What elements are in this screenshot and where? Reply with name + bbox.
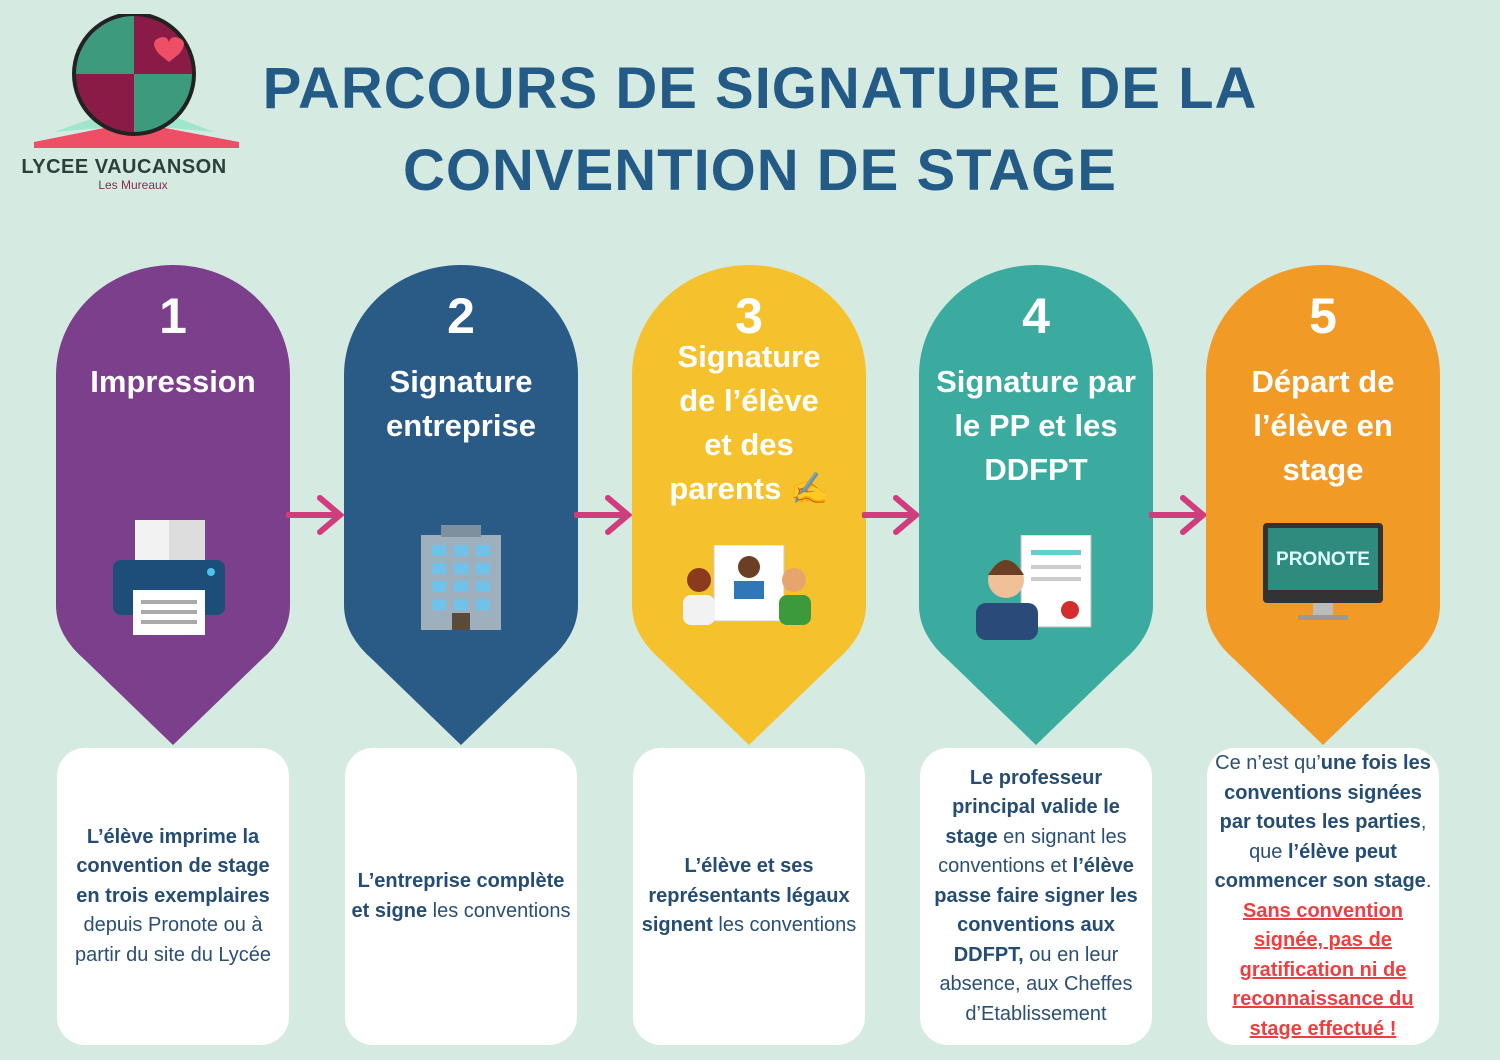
step-drop-shape (344, 265, 578, 745)
description-segment: en signant les conventions et (938, 825, 1127, 878)
step-title: Signature de l’élève et des parents ✍ (632, 335, 866, 511)
description-text: L’entreprise complète et signe les conve… (351, 867, 571, 926)
title-line-2: CONVENTION DE STAGE (403, 138, 1117, 203)
page-title: PARCOURS DE SIGNATURE DE LA CONVENTION D… (240, 48, 1280, 212)
step-title-line: Signature (389, 364, 533, 399)
step-number: 3 (735, 288, 763, 344)
school-logo (14, 12, 254, 194)
description-segment: les conventions (427, 899, 571, 922)
step-5-description: Ce n’est qu’une fois les conventions sig… (1207, 748, 1439, 1045)
step-2-description: L’entreprise complète et signe les conve… (345, 748, 577, 1045)
description-segment: les conventions (712, 914, 857, 937)
description-segment: une fois les conventions signées par tou… (1219, 752, 1431, 833)
step-title-line: Départ de (1251, 364, 1395, 399)
description-text: Le professeur principal valide le stage … (926, 764, 1146, 1030)
pronote-screen-text: PRONOTE (1276, 549, 1370, 570)
description-segment: L’entreprise complète et signe (351, 870, 565, 922)
step-title-line: stage (1282, 452, 1364, 487)
description-text: L’élève et ses représentants légaux sign… (639, 852, 859, 941)
description-segment: , que (1249, 811, 1427, 863)
description-segment: l’élève peut commencer son stage (1214, 840, 1426, 893)
step-title-line: l’élève en (1253, 408, 1393, 443)
school-city: Les Mureaux (98, 178, 168, 192)
description-segment: ou en leur absence, aux Cheffes d’Etabli… (939, 943, 1133, 1025)
arrow-right-icon (861, 490, 922, 540)
warning-text: Sans convention signée, pas de gratifica… (1232, 899, 1414, 1040)
description-segment: Le professeur principal valide le stage (945, 766, 1120, 848)
step-3-description: L’élève et ses représentants légaux sign… (633, 748, 865, 1045)
step-title-line: Impression (90, 364, 256, 399)
arrow-right-icon (285, 490, 346, 540)
description-segment: Ce n’est qu’ (1215, 752, 1321, 774)
step-drop-shape (632, 265, 866, 745)
step-drop-shape (1206, 265, 1440, 745)
description-text: L’élève imprime la convention de stage e… (63, 823, 283, 971)
title-line-1: PARCOURS DE SIGNATURE DE LA (262, 56, 1258, 121)
family-icon (679, 544, 819, 630)
printer-icon (113, 520, 233, 640)
step-number: 5 (1309, 288, 1337, 344)
step-1-description: L’élève imprime la convention de stage e… (57, 748, 289, 1045)
step-title: Signature entreprise (344, 360, 578, 448)
step-title-line: DDFPT (984, 452, 1088, 487)
description-segment: L’élève imprime la convention de stage e… (76, 825, 270, 907)
description-segment: l’élève passe faire signer les conventio… (934, 855, 1138, 966)
description-segment: depuis Pronote ou à partir du site du Ly… (74, 914, 272, 966)
step-title-line: entreprise (386, 408, 536, 443)
school-name: LYCEE VAUCANSON (21, 156, 227, 178)
step-title-line: Signature (677, 339, 821, 374)
description-segment: . (1425, 870, 1432, 892)
arrow-right-icon (1148, 490, 1209, 540)
step-drop-shape (56, 265, 290, 745)
pronote-monitor-icon: PRONOTE (1263, 523, 1383, 628)
building-icon (416, 525, 506, 635)
step-title: Impression (56, 360, 290, 404)
step-title-line: parents ✍ (669, 471, 829, 506)
step-number: 2 (447, 288, 475, 344)
description-text: Ce n’est qu’une fois les conventions sig… (1213, 749, 1433, 1044)
step-title-line: Signature par (936, 364, 1136, 399)
step-number: 4 (1022, 288, 1050, 344)
step-title-line: le PP et les (954, 408, 1118, 443)
step-title-line: et des (704, 427, 794, 462)
teacher-document-icon (976, 534, 1096, 645)
arrow-right-icon (573, 490, 634, 540)
step-4-description: Le professeur principal valide le stage … (920, 748, 1152, 1045)
step-number: 1 (159, 288, 187, 344)
step-title-line: de l’élève (679, 383, 819, 418)
description-segment: L’élève et ses représentants légaux sign… (641, 855, 850, 937)
step-title: Départ de l’élève en stage (1206, 360, 1440, 492)
